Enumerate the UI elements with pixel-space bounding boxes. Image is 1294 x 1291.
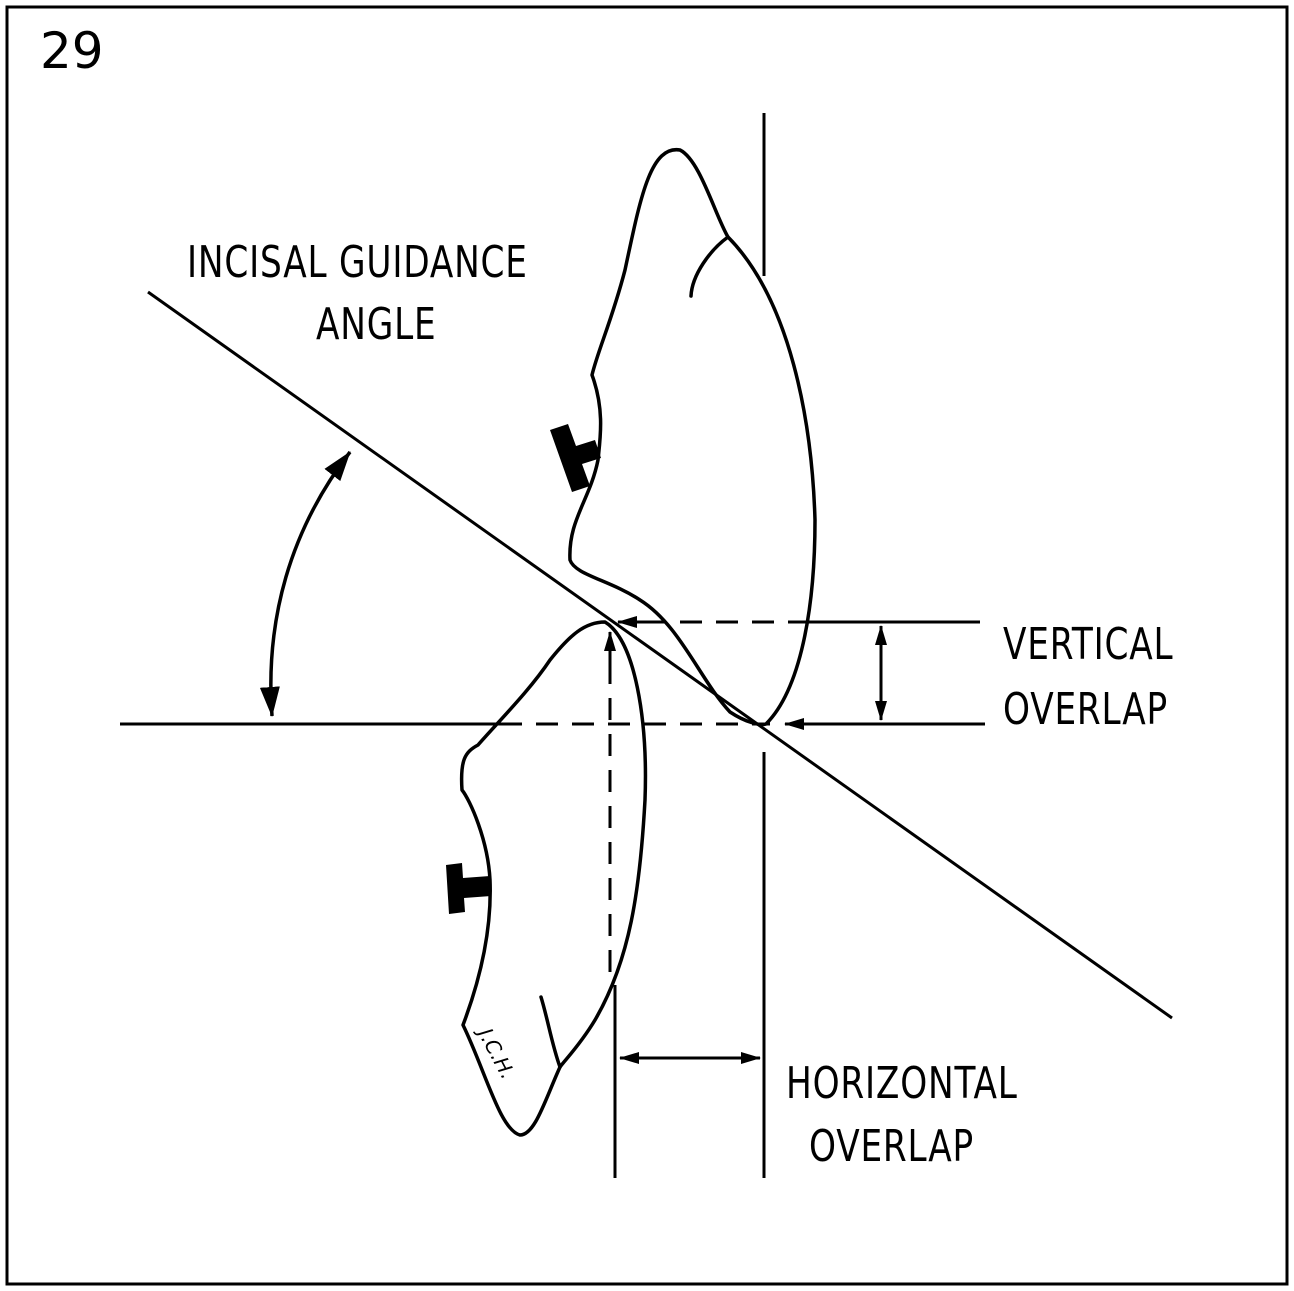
upper-incisor-cingulum-line (689, 235, 730, 298)
lower-bracket-icon (446, 863, 491, 914)
vertical-overlap-label-line2: OVERLAP (1003, 684, 1168, 735)
incisal-guidance-label-line1: INCISAL GUIDANCE (187, 237, 528, 288)
figure-frame (5, 5, 1289, 1286)
guidance-angle-arc-arrow (259, 450, 352, 717)
incisal-guidance-line (147, 290, 1173, 1020)
vertical-overlap-label-line1: VERTICAL (1003, 619, 1174, 670)
lower-incisor-outline (459, 620, 648, 1137)
upper-bracket-icon (550, 424, 601, 492)
horizontal-overlap-label-line1: HORIZONTAL (786, 1058, 1018, 1109)
artist-signature: J.C.H. (472, 1021, 520, 1083)
incisal-guidance-label-line2: ANGLE (316, 299, 437, 350)
horizontal-overlap-label-line2: OVERLAP (809, 1121, 974, 1172)
figure-number: 29 (40, 22, 104, 80)
lower-incisor-cingulum-line (539, 995, 562, 1069)
upper-incisor-outline (568, 148, 817, 727)
